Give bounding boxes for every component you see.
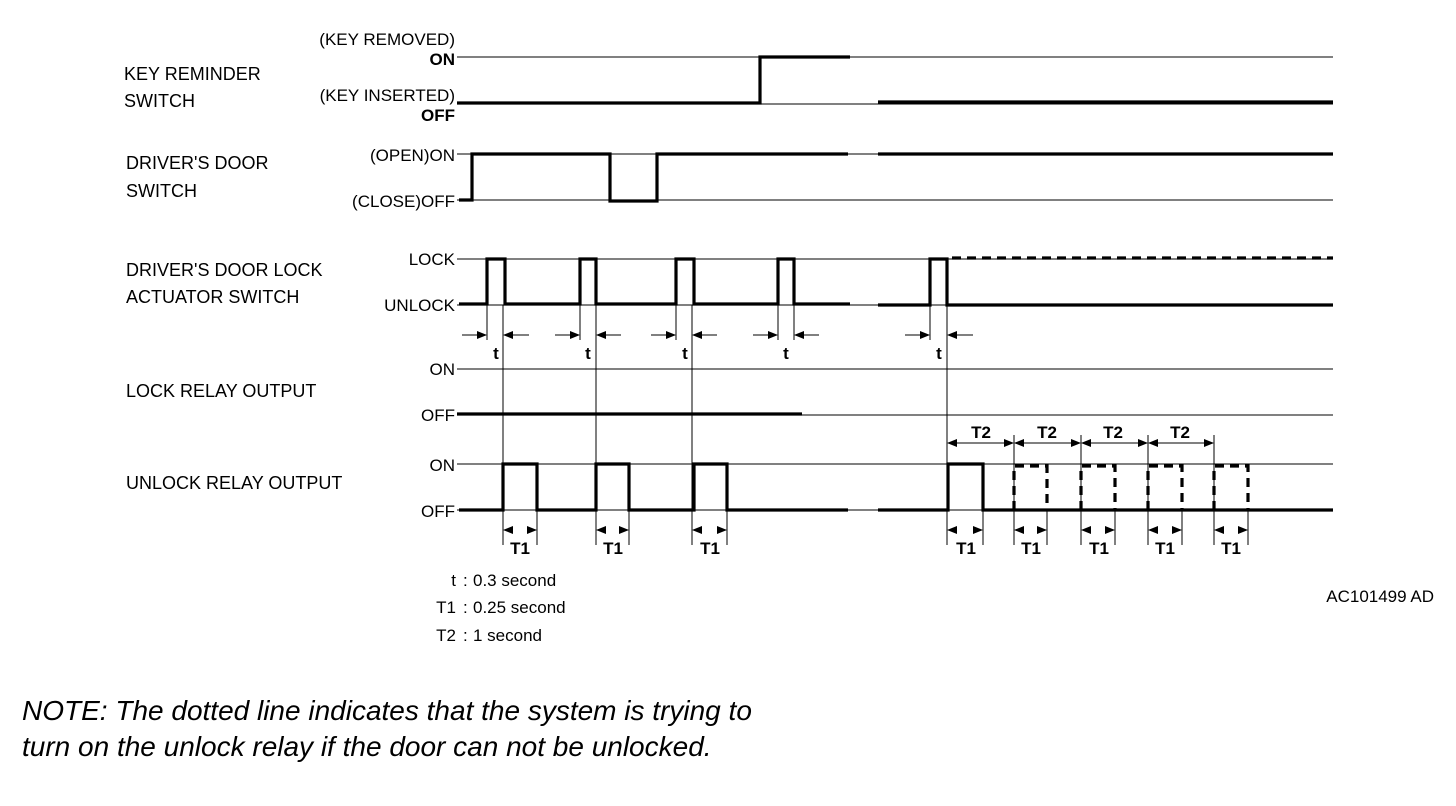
- t-label-4: t: [783, 344, 789, 363]
- note-text: NOTE: The dotted line indicates that the…: [22, 695, 752, 762]
- legend-t2-value: 1 second: [473, 626, 542, 645]
- legend-t1-value: 0.25 second: [473, 598, 566, 617]
- unlock-relay-dotted-pulses: [1012, 464, 1250, 510]
- unlock-relay-wave-part2: [878, 462, 1333, 512]
- legend-t2-separator: :: [463, 626, 468, 645]
- legend-t-value: 0.3 second: [473, 571, 556, 590]
- door-switch-wave-part1: [459, 152, 848, 203]
- reference-lines: [457, 56, 1333, 511]
- lock-actuator-label-line1: DRIVER'S DOOR LOCK: [126, 260, 322, 280]
- t1-label-3: T1: [700, 539, 720, 558]
- lock-actuator-wave-part2: [878, 257, 1333, 307]
- t1-label-4: T1: [956, 539, 976, 558]
- unlock-relay-on-label: ON: [430, 456, 456, 475]
- t2-label-2: T2: [1037, 423, 1057, 442]
- t2-label-4: T2: [1170, 423, 1190, 442]
- legend-t-symbol: t: [451, 571, 456, 590]
- legend-t1-symbol: T1: [436, 598, 456, 617]
- legend-t1-separator: :: [463, 598, 468, 617]
- lock-relay-on-label: ON: [430, 360, 456, 379]
- key-reminder-label-line2: SWITCH: [124, 91, 195, 111]
- unlock-relay-label: UNLOCK RELAY OUTPUT: [126, 473, 342, 493]
- key-off-label: OFF: [421, 106, 455, 125]
- t1-label-7: T1: [1155, 539, 1175, 558]
- t2-label-3: T2: [1103, 423, 1123, 442]
- lock-relay-off-label: OFF: [421, 406, 455, 425]
- key-inserted-label: (KEY INSERTED): [320, 86, 455, 105]
- t1-label-8: T1: [1221, 539, 1241, 558]
- t-label-5: t: [936, 344, 942, 363]
- unlock-relay-off-label: OFF: [421, 502, 455, 521]
- key-on-label: ON: [430, 50, 456, 69]
- lock-actuator-wave-part1: [459, 257, 850, 306]
- key-reminder-wave-part1: [457, 55, 850, 105]
- lock-actuator-label-line2: ACTUATOR SWITCH: [126, 287, 299, 307]
- t1-label-6: T1: [1089, 539, 1109, 558]
- unlock-relay-wave-part1: [459, 462, 848, 512]
- t1-label-2: T1: [603, 539, 623, 558]
- legend-t2-symbol: T2: [436, 626, 456, 645]
- legend: t : 0.3 second T1 : 0.25 second T2 : 1 s…: [436, 571, 565, 645]
- lock-relay-label: LOCK RELAY OUTPUT: [126, 381, 316, 401]
- key-reminder-label-line1: KEY REMINDER: [124, 64, 261, 84]
- door-switch-label-line1: DRIVER'S DOOR: [126, 153, 268, 173]
- door-switch-label-line2: SWITCH: [126, 181, 197, 201]
- unlock-level-label: UNLOCK: [384, 296, 456, 315]
- legend-t-separator: :: [463, 571, 468, 590]
- figure-code: AC101499 AD: [1326, 587, 1434, 606]
- t1-label-1: T1: [510, 539, 530, 558]
- lock-level-label: LOCK: [409, 250, 456, 269]
- door-open-label: (OPEN)ON: [370, 146, 455, 165]
- door-close-label: (CLOSE)OFF: [352, 192, 455, 211]
- t2-label-1: T2: [971, 423, 991, 442]
- t-label-3: t: [682, 344, 688, 363]
- t2-interval-arrows: [946, 439, 1214, 464]
- t-label-2: t: [585, 344, 591, 363]
- t-label-1: t: [493, 344, 499, 363]
- t1-label-5: T1: [1021, 539, 1041, 558]
- key-removed-label: (KEY REMOVED): [319, 30, 455, 49]
